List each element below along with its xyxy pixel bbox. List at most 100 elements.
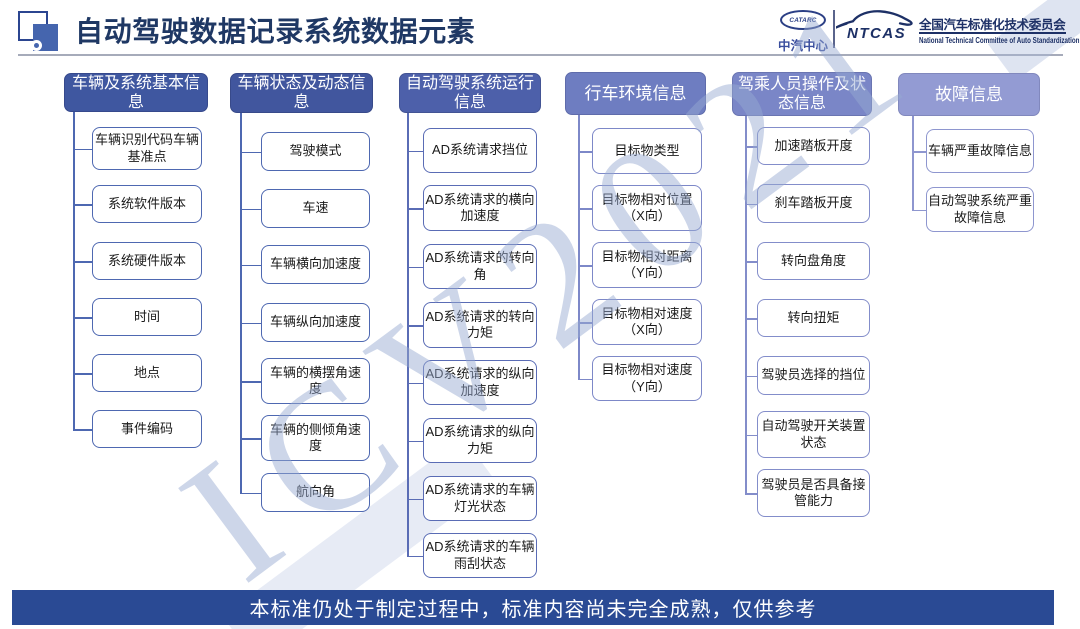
catarc-name: 中汽中心 [778, 39, 829, 53]
tree-connector-branch [578, 208, 592, 210]
tree-node: 刹车踏板开度 [757, 184, 870, 223]
tree-node: 时间 [92, 298, 202, 336]
tree-node: AD系统请求的转向 力矩 [423, 302, 537, 348]
tree-connector-branch [73, 261, 92, 263]
tree-connector-branch [745, 318, 757, 320]
tree-node: 目标物相对距离 （Y向） [592, 242, 702, 288]
tree-node: AD系统请求的纵向 力矩 [423, 418, 537, 463]
tree-node: 车辆识别代码车辆 基准点 [92, 127, 202, 170]
tree-node: 车速 [261, 189, 370, 228]
tree-node: 自动驾驶开关装置 状态 [757, 411, 870, 458]
tree-connector-branch [240, 264, 261, 267]
tree-connector-branch [578, 265, 592, 267]
catarc-logo: CATARC 中汽中心 [778, 9, 828, 53]
tree-connector-trunk [912, 116, 914, 210]
tree-node: 加速踏板开度 [757, 127, 870, 165]
tree-node: AD系统请求挡位 [423, 128, 537, 173]
tree-column-header: 车辆状态及动态信 息 [230, 73, 373, 113]
tree-connector-branch [407, 498, 423, 501]
tree-connector-branch [240, 151, 261, 154]
tree-connector-branch [73, 429, 92, 431]
disclaimer-text: 本标准仍处于制定过程中，标准内容尚未完全成熟，仅供参考 [249, 599, 817, 621]
tree-connector-branch [407, 150, 423, 153]
ntcas-name-en: National Technical Committee of Auto Sta… [919, 36, 1080, 45]
tree-connector-branch [73, 204, 92, 206]
tree-node: 航向角 [261, 473, 370, 512]
ntcas-acronym: NTCAS [847, 25, 907, 42]
tree-node: AD系统请求的纵向 加速度 [423, 360, 537, 405]
tree-node: AD系统请求的横向 加速度 [423, 185, 537, 231]
tree-node: 自动驾驶系统严重 故障信息 [926, 187, 1034, 232]
ntcas-name-zh: 全国汽车标准化技术委员会 [919, 18, 1066, 32]
ntcas-logo: NTCAS 全国汽车标准化技术委员会 National Technical Co… [836, 8, 1079, 50]
tree-connector-branch [578, 378, 592, 381]
tree-column-header: 自动驾驶系统运行 信息 [399, 73, 541, 113]
tree-node: AD系统请求的车辆 雨刮状态 [423, 533, 537, 578]
tree-node: AD系统请求的车辆 灯光状态 [423, 476, 537, 521]
car-silhouette-icon [836, 10, 913, 29]
tree-connector-branch [73, 148, 92, 151]
tree-column-header: 行车环境信息 [565, 72, 706, 115]
tree-connector-branch [578, 151, 592, 153]
tree-node: 车辆严重故障信息 [926, 129, 1034, 173]
tree-node: 驾驶模式 [261, 132, 370, 171]
tree-connector-branch [407, 555, 423, 558]
tree-connector-branch [407, 208, 423, 210]
tree-connector-branch [407, 266, 423, 269]
tree-connector-trunk [745, 116, 747, 493]
tree-node: 车辆的横摆角速 度 [261, 358, 370, 404]
tree-connector-trunk [73, 112, 75, 429]
tree-connector-branch [745, 261, 757, 263]
tree-node: 事件编码 [92, 410, 202, 448]
tree-connector-branch [745, 493, 757, 495]
tree-node: 系统硬件版本 [92, 242, 202, 280]
disclaimer-bar: 本标准仍处于制定过程中，标准内容尚未完全成熟，仅供参考 [12, 590, 1054, 625]
tree-connector-branch [407, 325, 423, 327]
tree-connector-branch [578, 322, 592, 324]
tree-connector-branch [407, 382, 423, 385]
tree-connector-branch [73, 317, 92, 319]
tree-connector-branch [240, 208, 261, 211]
tree-connector-branch [745, 203, 757, 206]
tree-node: 车辆的侧倾角速 度 [261, 415, 370, 461]
catarc-oval-text: CATARC [789, 16, 817, 24]
tree-node: 转向盘角度 [757, 242, 870, 280]
tree-node: 驾驶员选择的挡位 [757, 356, 870, 395]
tree-node: 地点 [92, 354, 202, 392]
tree-node: 目标物类型 [592, 128, 702, 174]
tree-node: 转向扭矩 [757, 299, 870, 337]
tree-connector-branch [745, 375, 757, 378]
page-title: 自动驾驶数据记录系统数据元素 [75, 16, 476, 47]
tree-connector-trunk [240, 113, 242, 493]
tree-connector-branch [240, 438, 261, 440]
logo-separator-line [833, 10, 835, 48]
tree-connector-branch [745, 434, 757, 437]
tree-connector-branch [407, 440, 423, 443]
slide-logo-donut-center [34, 43, 39, 48]
tree-node: 系统软件版本 [92, 185, 202, 223]
tree-connector-trunk [407, 113, 409, 556]
slide-logo-donut-icon [31, 40, 42, 51]
tree-node: 目标物相对位置 （X向） [592, 185, 702, 231]
tree-connector-branch [912, 151, 926, 153]
catarc-oval-icon: CATARC [780, 10, 826, 30]
title-divider-line [18, 54, 1063, 56]
tree-connector-branch [912, 209, 926, 212]
tree-node: 驾驶员是否具备接 管能力 [757, 469, 870, 517]
tree-connector-branch [745, 146, 757, 148]
tree-node: 车辆纵向加速度 [261, 303, 370, 342]
tree-node: AD系统请求的转向 角 [423, 244, 537, 289]
tree-connector-branch [240, 322, 261, 325]
tree-connector-branch [240, 492, 261, 495]
tree-connector-branch [73, 373, 92, 375]
tree-column-header: 车辆及系统基本信 息 [64, 73, 208, 112]
tree-connector-branch [240, 381, 261, 383]
tree-node: 目标物相对速度 （Y向） [592, 356, 702, 401]
tree-column-header: 故障信息 [898, 73, 1040, 116]
ntcas-divider-line [919, 32, 1066, 34]
tree-column-header: 驾乘人员操作及状 态信息 [732, 72, 872, 116]
tree-connector-trunk [578, 115, 580, 379]
tree-node: 车辆横向加速度 [261, 245, 370, 284]
